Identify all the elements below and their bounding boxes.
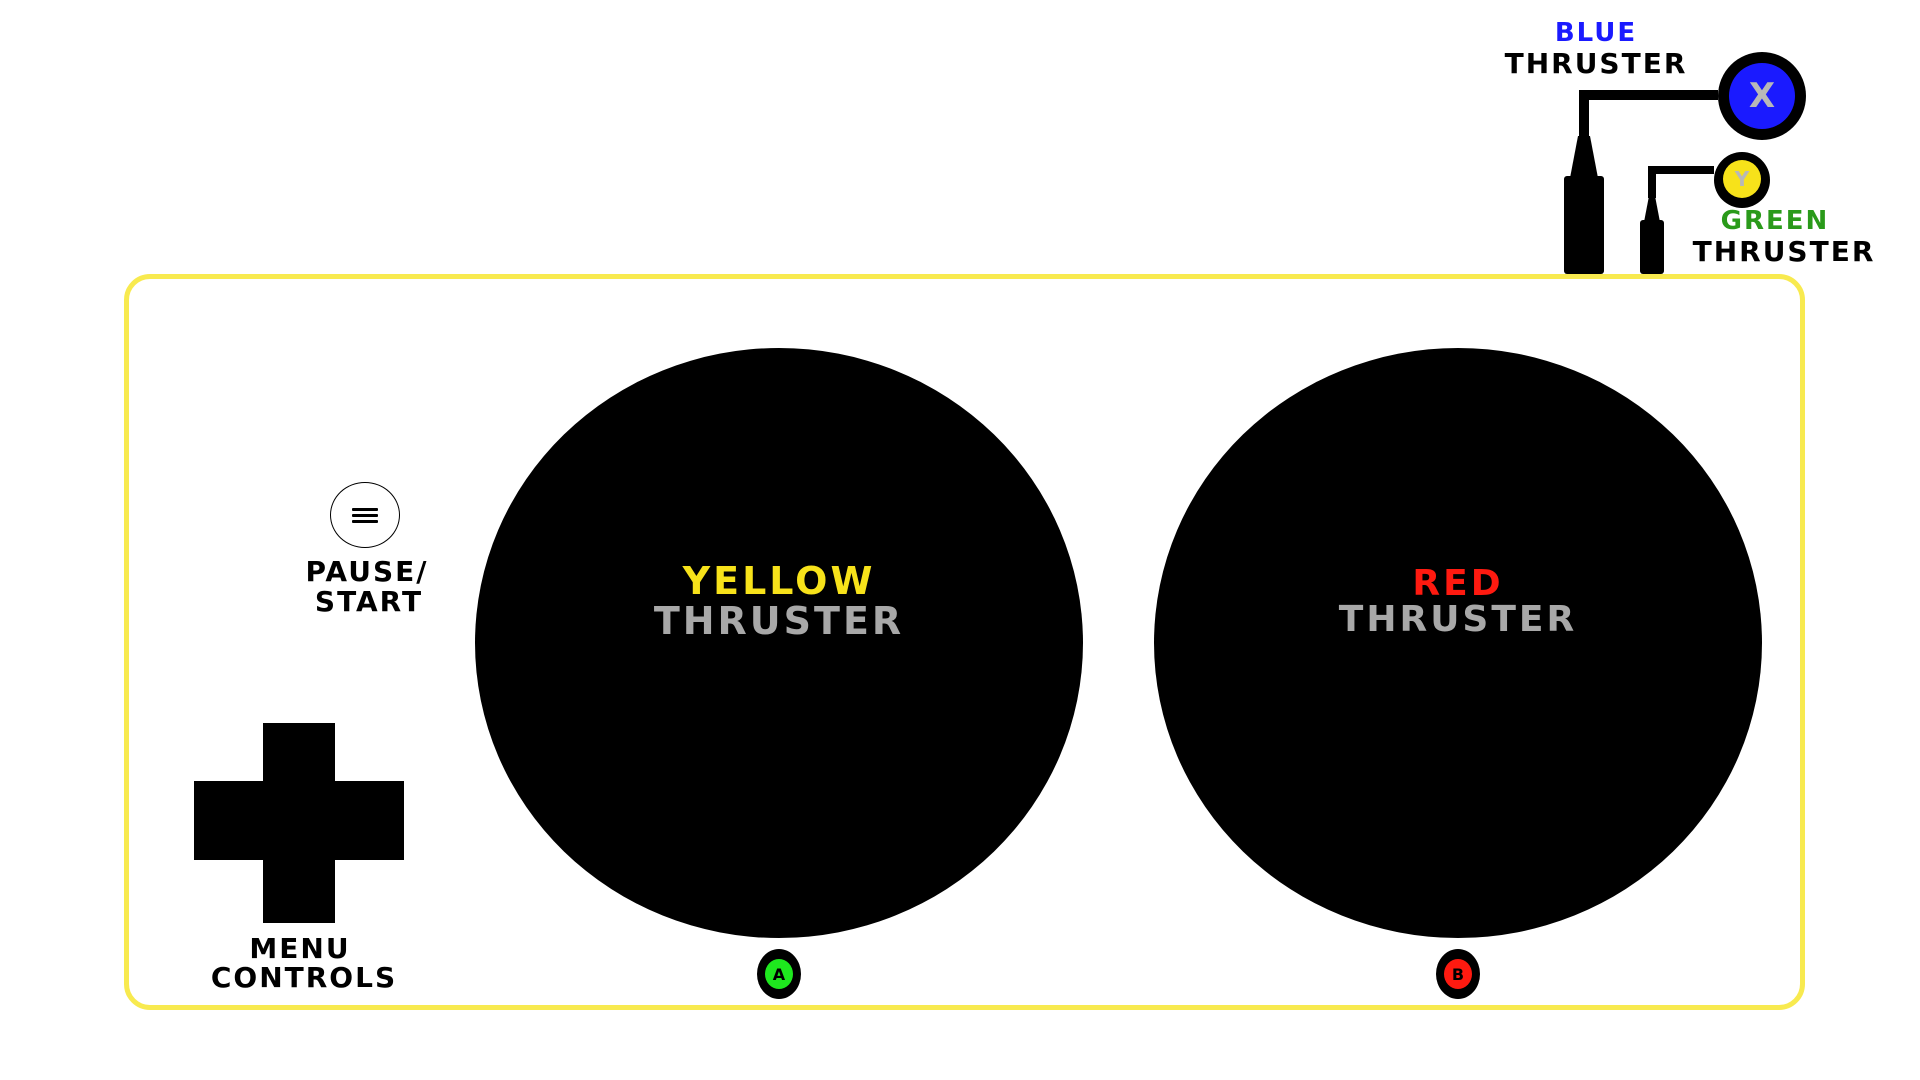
red-thruster-button[interactable]: Red Thruster: [1154, 348, 1762, 938]
button-a-fill: A: [765, 959, 793, 989]
button-a-glyph: A: [772, 964, 786, 984]
hamburger-menu-icon: [352, 505, 378, 526]
button-y[interactable]: Y: [1714, 152, 1770, 208]
button-a[interactable]: A: [757, 949, 801, 999]
yellow-color-label: Yellow: [682, 559, 876, 603]
button-b-fill: B: [1444, 959, 1472, 989]
green-jack-body: [1640, 220, 1664, 274]
button-y-fill: Y: [1723, 160, 1761, 198]
green-color-label: Green: [1720, 206, 1830, 236]
red-thruster-label: Thruster: [1338, 599, 1578, 640]
dpad-label-line1: Menu: [249, 932, 351, 965]
yellow-thruster-button[interactable]: Yellow Thruster: [475, 348, 1083, 938]
button-b-glyph: B: [1451, 964, 1465, 984]
pause-label-line1: Pause/: [305, 555, 429, 588]
pause-label-line2: Start: [314, 585, 424, 618]
blue-color-label: Blue: [1554, 18, 1638, 48]
button-x[interactable]: X: [1718, 52, 1806, 140]
green-cable: [1648, 166, 1714, 198]
dpad-horizontal[interactable]: [194, 781, 404, 860]
pause-start-button[interactable]: [330, 482, 400, 548]
blue-jack-plug: [1570, 136, 1598, 178]
button-b[interactable]: B: [1436, 949, 1480, 999]
button-x-fill: X: [1729, 63, 1795, 129]
yellow-thruster-label: Thruster: [653, 599, 905, 643]
dpad-label-line2: Controls: [210, 961, 398, 994]
blue-cable: [1579, 90, 1718, 136]
button-y-glyph: Y: [1734, 167, 1750, 191]
green-jack-plug: [1644, 196, 1660, 222]
red-color-label: Red: [1412, 563, 1504, 604]
blue-thruster-label: Thruster: [1504, 47, 1688, 80]
green-thruster-label: Thruster: [1692, 235, 1876, 268]
button-x-glyph: X: [1748, 76, 1776, 116]
blue-jack-body: [1564, 176, 1604, 274]
